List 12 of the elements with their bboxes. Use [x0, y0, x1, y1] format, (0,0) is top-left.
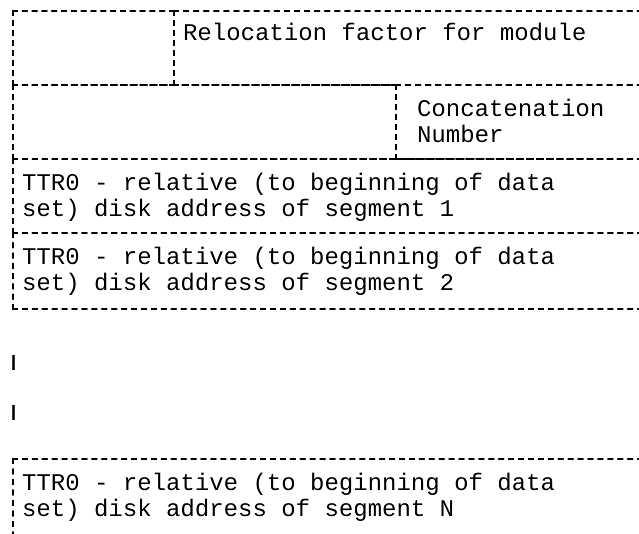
field-description: Relocation factor for module — [183, 22, 588, 48]
field-box — [12, 158, 639, 234]
empty-field-box — [12, 84, 397, 160]
field-description: TTR0 - relative (to beginning of data set) disk address of segment 2 — [22, 246, 556, 298]
field-box — [12, 458, 639, 534]
field-box — [173, 10, 639, 86]
field-description: Concatenation Number — [417, 98, 606, 150]
field-box — [395, 84, 639, 160]
field-description: TTR0 - relative (to beginning of data set) disk address of segment N — [22, 472, 556, 524]
empty-field-box — [12, 10, 175, 86]
field-box — [12, 232, 639, 310]
field-description: TTR0 - relative (to beginning of data set) disk address of segment 1 — [22, 172, 556, 224]
